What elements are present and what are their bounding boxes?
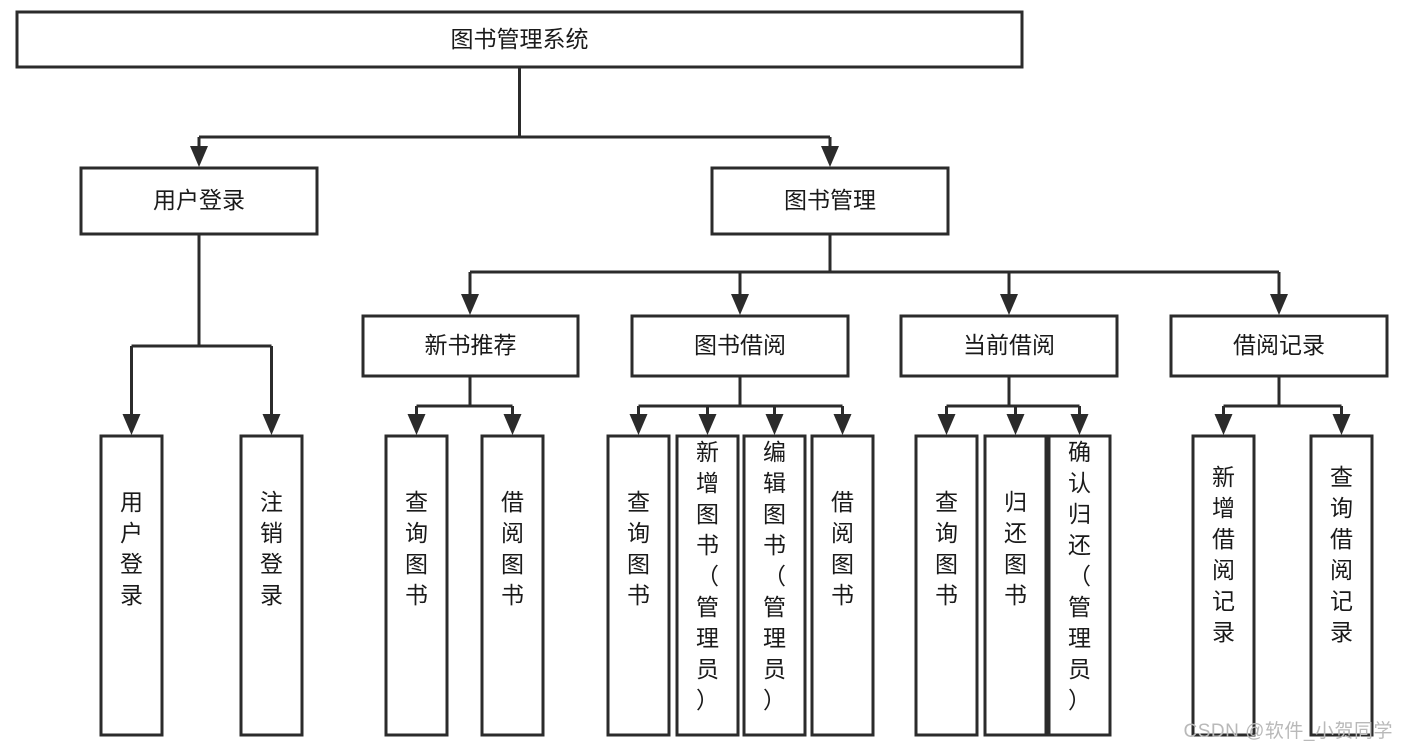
node-leaf-bb-query-label: 查询图书	[627, 489, 650, 608]
node-borrow-record-label: 借阅记录	[1233, 332, 1325, 358]
arrow-icon-to-new-book	[461, 294, 479, 315]
node-leaf-br-add[interactable]: 新增借阅记录	[1191, 434, 1256, 737]
connector-layer	[130, 67, 1343, 425]
node-leaf-cb-confirm-box[interactable]	[1047, 434, 1112, 737]
node-new-book-recommend-label: 新书推荐	[425, 332, 517, 358]
node-leaf-user-login-label: 用户登录	[120, 489, 143, 608]
node-leaf-bb-query-box[interactable]	[606, 434, 671, 737]
node-book-manage[interactable]: 图书管理	[710, 166, 950, 236]
node-leaf-cb-query-box[interactable]	[914, 434, 979, 737]
arrow-icon-to-leaf-nb-borrow	[503, 414, 522, 435]
node-leaf-bb-edit-box[interactable]	[742, 434, 807, 737]
connector-root-to-level2	[197, 67, 832, 157]
connector-newbook-to-leaves	[415, 376, 514, 425]
node-borrow-record[interactable]: 借阅记录	[1169, 314, 1389, 378]
node-leaf-bb-borrow[interactable]: 借阅图书	[810, 434, 875, 737]
connector-borrowrecord-to-leaves	[1222, 376, 1343, 425]
node-leaf-cb-confirm-label: 确认归还（管理员）	[1068, 439, 1091, 713]
node-leaf-user-login[interactable]: 用户登录	[99, 434, 164, 737]
node-leaf-bb-query[interactable]: 查询图书	[606, 434, 671, 737]
node-new-book-recommend-box[interactable]	[361, 314, 580, 378]
node-leaf-br-add-label: 新增借阅记录	[1212, 464, 1235, 645]
arrow-icon-to-user-login	[190, 146, 208, 167]
node-leaf-cb-return-label: 归还图书	[1004, 489, 1027, 608]
node-leaf-cb-query-label: 查询图书	[935, 489, 958, 608]
node-book-borrow[interactable]: 图书借阅	[630, 314, 850, 378]
node-leaf-cb-query[interactable]: 查询图书	[914, 434, 979, 737]
node-leaf-cb-return[interactable]: 归还图书	[983, 434, 1048, 737]
node-book-borrow-box[interactable]	[630, 314, 850, 378]
arrow-icon-to-leaf-user-login	[122, 414, 141, 435]
arrow-icon-to-leaf-cb-query	[937, 414, 956, 435]
node-leaf-logout-box[interactable]	[239, 434, 304, 737]
node-leaf-bb-add-label: 新增图书（管理员）	[696, 439, 719, 713]
arrow-icon-to-book-manage	[821, 146, 839, 167]
node-leaf-nb-query-label: 查询图书	[405, 489, 428, 608]
arrow-icon-to-leaf-bb-query	[629, 414, 648, 435]
node-leaf-bb-borrow-box[interactable]	[810, 434, 875, 737]
node-book-borrow-label: 图书借阅	[694, 332, 786, 358]
arrow-icon-to-leaf-logout	[262, 414, 281, 435]
arrow-icon-to-leaf-br-query	[1332, 414, 1351, 435]
node-root-label: 图书管理系统	[451, 26, 589, 52]
node-leaf-br-query-label: 查询借阅记录	[1330, 464, 1353, 645]
arrow-icon-to-book-borrow	[731, 294, 749, 315]
node-book-manage-box[interactable]	[710, 166, 950, 236]
node-leaf-nb-borrow-label: 借阅图书	[501, 489, 524, 608]
node-user-login[interactable]: 用户登录	[79, 166, 319, 236]
node-leaf-bb-borrow-label: 借阅图书	[831, 489, 854, 608]
node-leaf-nb-query[interactable]: 查询图书	[384, 434, 449, 737]
arrow-icon-to-leaf-nb-query	[407, 414, 426, 435]
node-leaf-bb-add[interactable]: 新增图书（管理员）	[675, 434, 740, 737]
node-root-box[interactable]	[15, 10, 1024, 69]
node-leaf-logout[interactable]: 注销登录	[239, 434, 304, 737]
node-leaf-bb-add-box[interactable]	[675, 434, 740, 737]
arrow-icon-to-leaf-cb-confirm	[1070, 414, 1089, 435]
node-leaf-cb-confirm[interactable]: 确认归还（管理员）	[1047, 434, 1112, 737]
node-leaf-br-query-box[interactable]	[1309, 434, 1374, 737]
arrow-icon-to-leaf-bb-borrow	[833, 414, 852, 435]
arrow-icon-to-current-borrow	[1000, 294, 1018, 315]
node-leaf-logout-label: 注销登录	[260, 489, 283, 608]
node-current-borrow-label: 当前借阅	[963, 332, 1055, 358]
arrow-icon-to-leaf-bb-edit	[765, 414, 784, 435]
node-user-login-box[interactable]	[79, 166, 319, 236]
node-new-book-recommend[interactable]: 新书推荐	[361, 314, 580, 378]
connector-bookmanage-to-level3	[468, 234, 1281, 305]
node-book-manage-label: 图书管理	[784, 187, 876, 213]
node-user-login-label: 用户登录	[153, 187, 245, 213]
node-current-borrow-box[interactable]	[899, 314, 1119, 378]
connector-bookborrow-to-leaves	[637, 376, 844, 425]
node-current-borrow[interactable]: 当前借阅	[899, 314, 1119, 378]
node-leaf-bb-edit[interactable]: 编辑图书（管理员）	[742, 434, 807, 737]
node-root[interactable]: 图书管理系统	[15, 10, 1024, 69]
arrow-icon-to-leaf-cb-return	[1006, 414, 1025, 435]
node-leaf-user-login-box[interactable]	[99, 434, 164, 737]
connector-userlogin-to-leaves	[130, 234, 273, 425]
node-leaf-br-add-box[interactable]	[1191, 434, 1256, 737]
node-leaf-nb-query-box[interactable]	[384, 434, 449, 737]
arrowhead-layer	[122, 146, 1351, 435]
arrow-icon-to-leaf-bb-add	[698, 414, 717, 435]
arrow-icon-to-borrow-record	[1270, 294, 1288, 315]
node-borrow-record-box[interactable]	[1169, 314, 1389, 378]
node-leaf-nb-borrow-box[interactable]	[480, 434, 545, 737]
node-leaf-bb-edit-label: 编辑图书（管理员）	[763, 439, 786, 713]
node-leaf-cb-return-box[interactable]	[983, 434, 1048, 737]
node-leaf-nb-borrow[interactable]: 借阅图书	[480, 434, 545, 737]
node-leaf-br-query[interactable]: 查询借阅记录	[1309, 434, 1374, 737]
arrow-icon-to-leaf-br-add	[1214, 414, 1233, 435]
